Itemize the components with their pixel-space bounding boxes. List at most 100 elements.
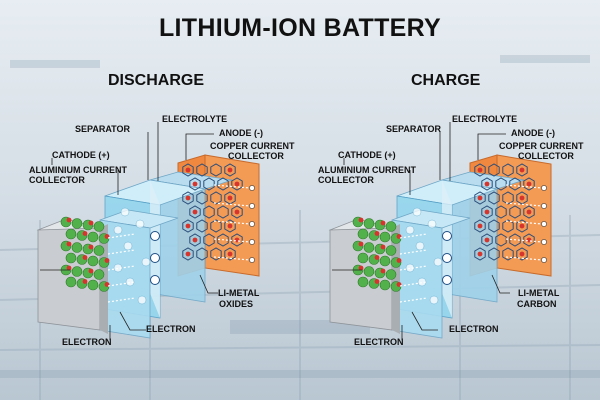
charge-cathode-sphere xyxy=(385,221,397,232)
discharge-lithium-ion xyxy=(82,255,88,260)
discharge-graphite-hex xyxy=(182,247,194,261)
discharge-copper-label-2: COLLECTOR xyxy=(228,151,284,161)
discharge-flow-arrow xyxy=(107,233,136,239)
charge-migrating-ion xyxy=(442,253,452,263)
charge-leader-line xyxy=(491,274,510,294)
charge-lithium-ion xyxy=(358,217,364,223)
discharge-lithium-ion xyxy=(234,181,240,187)
charge-cathode-sphere xyxy=(385,269,397,280)
charge-cathode-label: CATHODE (+) xyxy=(338,150,396,160)
charge-graphite-hex xyxy=(516,247,528,261)
charge-flow-arrow xyxy=(399,281,428,287)
charge-graphite-hex xyxy=(481,205,493,219)
discharge-cathode-sphere xyxy=(65,228,77,240)
discharge-electrolyte-bubble xyxy=(113,225,123,235)
discharge-lithium-ion xyxy=(82,231,88,236)
charge-graphite-hex xyxy=(516,163,528,177)
discharge-electron-label-right: ELECTRON xyxy=(146,324,196,334)
discharge-graphite-hex xyxy=(217,205,229,219)
discharge-lithium-ion xyxy=(234,237,240,243)
charge-graphite-hex xyxy=(523,177,535,191)
discharge-electrolyte-bubble xyxy=(137,295,147,305)
charge-flow-arrow xyxy=(399,297,428,303)
charge-graphite-hex xyxy=(488,191,500,205)
charge-graphite-hex xyxy=(502,163,514,177)
charge-cathode-sphere xyxy=(379,279,391,291)
charge-lithium-ion xyxy=(358,241,364,247)
discharge-lithium-ion xyxy=(185,167,191,173)
charge-lithium-ion xyxy=(396,258,402,263)
discharge-lithium-ion xyxy=(227,251,233,257)
charge-graphite-hex xyxy=(474,163,486,177)
discharge-graphite-hex xyxy=(210,191,222,205)
discharge-graphite-hex xyxy=(196,219,208,233)
discharge-leader-line xyxy=(185,133,214,160)
discharge-electron-dot xyxy=(249,203,255,209)
discharge-graphite-hex xyxy=(210,163,222,177)
discharge-lithium-ion xyxy=(227,223,233,229)
charge-graphite-hex xyxy=(474,219,486,233)
charge-lithium-ion xyxy=(519,167,525,173)
charge-cathode-sphere xyxy=(379,231,391,243)
discharge-graphite-hex xyxy=(231,233,243,247)
discharge-electrolyte-label: ELECTROLYTE xyxy=(162,114,228,124)
charge-cathode-sphere xyxy=(357,276,369,288)
charge-lithium-ion xyxy=(358,265,364,271)
discharge-graphite-hex xyxy=(231,177,243,191)
discharge-lithium-ion xyxy=(227,195,233,201)
discharge-material-label-2: OXIDES xyxy=(219,299,254,309)
charge-lithium-ion xyxy=(374,255,380,260)
discharge-graphite-hex xyxy=(210,247,222,261)
discharge-aluminium-label-2: COLLECTOR xyxy=(29,175,85,185)
discharge-cathode-sphere xyxy=(87,255,99,267)
charge-graphite-hex xyxy=(502,219,514,233)
charge-electron-dot xyxy=(541,239,547,245)
charge-electrolyte-bubble xyxy=(412,207,422,217)
charge-electrolyte-bubble xyxy=(405,225,415,235)
charge-graphite-hex xyxy=(502,247,514,261)
discharge-heading: DISCHARGE xyxy=(108,72,205,89)
discharge-electron-label-bottom: ELECTRON xyxy=(62,337,112,347)
discharge-anode-label: ANODE (-) xyxy=(219,128,263,138)
discharge-flow-arrow xyxy=(107,249,136,255)
discharge-graphite-hex xyxy=(189,205,201,219)
charge-electrolyte-bubble xyxy=(405,263,415,273)
charge-electrolyte-bubble xyxy=(429,295,439,305)
charge-graphite-hex xyxy=(495,233,507,247)
charge-cathode-sphere xyxy=(363,242,375,253)
charge-lithium-ion xyxy=(477,223,483,229)
charge-cathode-sphere xyxy=(385,245,397,256)
discharge-cathode-sphere xyxy=(65,276,77,288)
charge-lithium-ion xyxy=(374,231,380,236)
charge-lithium-ion xyxy=(477,167,483,173)
charge-aluminium-label-1: ALUMINIUM CURRENT xyxy=(318,165,416,175)
discharge-lithium-ion xyxy=(82,279,88,284)
charge-lithium-ion xyxy=(526,181,532,187)
charge-separator-label: SEPARATOR xyxy=(386,124,442,134)
discharge-lithium-ion xyxy=(185,195,191,201)
discharge-cathode-sphere xyxy=(93,245,105,256)
discharge-graphite-hex xyxy=(196,247,208,261)
discharge-cathode-sphere xyxy=(65,252,77,264)
charge-material-label-2: CARBON xyxy=(517,299,557,309)
charge-graphite-hex xyxy=(481,177,493,191)
charge-heading: CHARGE xyxy=(411,72,481,89)
charge-graphite-hex xyxy=(509,177,521,191)
discharge-copper-label-1: COPPER CURRENT xyxy=(210,141,295,151)
discharge-graphite-hex xyxy=(224,163,236,177)
discharge-lithium-ion xyxy=(192,237,198,243)
discharge-cathode-sphere xyxy=(87,231,99,243)
discharge-lithium-ion xyxy=(227,167,233,173)
charge-electron-label-right: ELECTRON xyxy=(449,324,499,334)
charge-electron-dot xyxy=(541,185,547,191)
discharge-lithium-ion xyxy=(88,244,94,250)
charge-cell xyxy=(328,122,552,340)
charge-electrolyte-label: ELECTROLYTE xyxy=(452,114,518,124)
discharge-lithium-ion xyxy=(185,223,191,229)
discharge-electron-dot xyxy=(249,239,255,245)
charge-graphite-hex xyxy=(481,233,493,247)
discharge-cathode-sphere xyxy=(87,279,99,291)
discharge-electrolyte-bubble xyxy=(120,207,130,217)
discharge-graphite-hex xyxy=(196,163,208,177)
